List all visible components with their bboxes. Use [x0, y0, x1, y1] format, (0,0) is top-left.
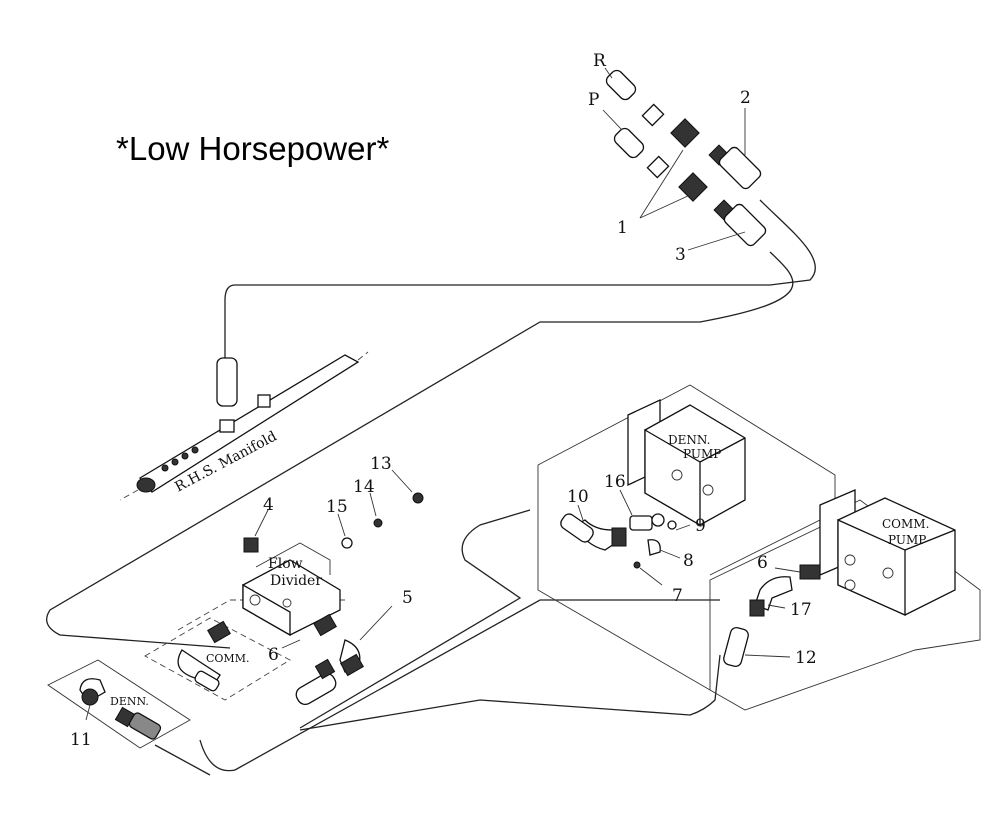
callout-7: 7: [672, 586, 683, 606]
comm-pump-label-1: COMM.: [882, 517, 929, 531]
callout-8: 8: [683, 551, 694, 571]
top-fittings: R P: [588, 51, 767, 251]
callout-13: 13: [370, 454, 392, 474]
comm-pump: COMM. PUMP: [723, 489, 956, 667]
callout-14: 14: [353, 477, 375, 497]
label-R: R: [593, 51, 607, 71]
denn-pump: DENN. PUMP: [560, 398, 746, 586]
callout-5: 5: [402, 588, 413, 608]
rhs-manifold: R.H.S. Manifold: [119, 351, 369, 501]
flow-label-2: Divider: [270, 573, 322, 589]
callout-15: 15: [326, 497, 348, 517]
callout-2: 2: [740, 88, 751, 108]
callout-11: 11: [70, 730, 92, 750]
callout-12: 12: [795, 648, 817, 668]
callout-10: 10: [567, 487, 589, 507]
callout-4: 4: [263, 495, 274, 515]
comm-box-label: COMM.: [206, 652, 249, 665]
denn-box-label: DENN.: [110, 695, 149, 708]
label-P: P: [588, 90, 599, 110]
callout-1: 1: [617, 218, 628, 238]
callout-6-left: 6: [268, 645, 279, 665]
callout-3: 3: [675, 245, 686, 265]
flow-divider: Flow Divider: [242, 537, 341, 637]
callout-6-right: 6: [757, 553, 768, 573]
pump-outlines: [47, 384, 981, 749]
diagram-title: *Low Horsepower*: [116, 130, 390, 167]
small-parts: [254, 469, 424, 549]
flow-label-1: Flow: [268, 556, 303, 572]
lower-fittings: COMM. DENN.: [79, 605, 393, 740]
callout-16: 16: [604, 472, 626, 492]
callout-17: 17: [790, 600, 812, 620]
denn-pump-label-1: DENN.: [668, 433, 710, 447]
comm-pump-label-2: PUMP: [888, 533, 926, 547]
denn-pump-label-2: PUMP: [683, 447, 721, 461]
hose-lines: [46, 199, 817, 776]
callout-numbers: 1 2 3 4 5 6 6 7 8 9 10 11 12 13 14 15 16…: [70, 88, 817, 750]
callout-9: 9: [695, 516, 706, 536]
